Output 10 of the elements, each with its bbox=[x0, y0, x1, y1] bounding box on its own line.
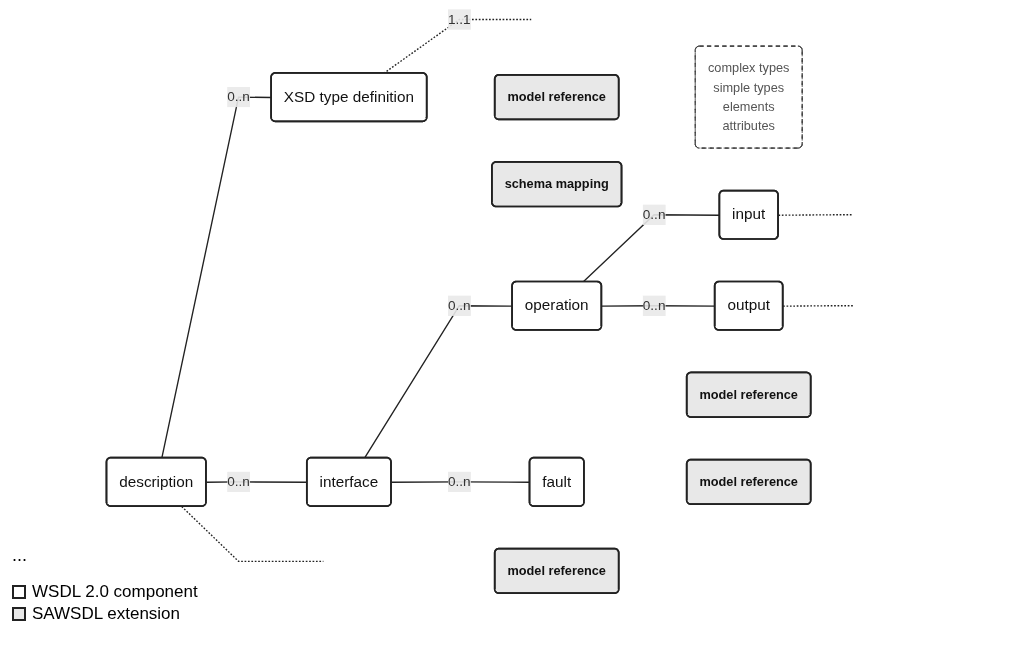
edge-label: 0..n bbox=[227, 474, 251, 489]
edge-label: 0..n bbox=[642, 298, 666, 313]
ellipsis-text: ... bbox=[12, 545, 27, 566]
edge-label: 0..n bbox=[227, 89, 251, 104]
edge-label: 0..n bbox=[448, 474, 471, 489]
edge-label: 1..1 bbox=[448, 11, 471, 27]
edge-label: 0..n bbox=[448, 298, 471, 313]
legend-text: WSDL 2.0 component bbox=[32, 582, 198, 602]
legend-text: SAWSDL extension bbox=[32, 604, 181, 624]
edge-label: 0..n bbox=[642, 207, 666, 222]
